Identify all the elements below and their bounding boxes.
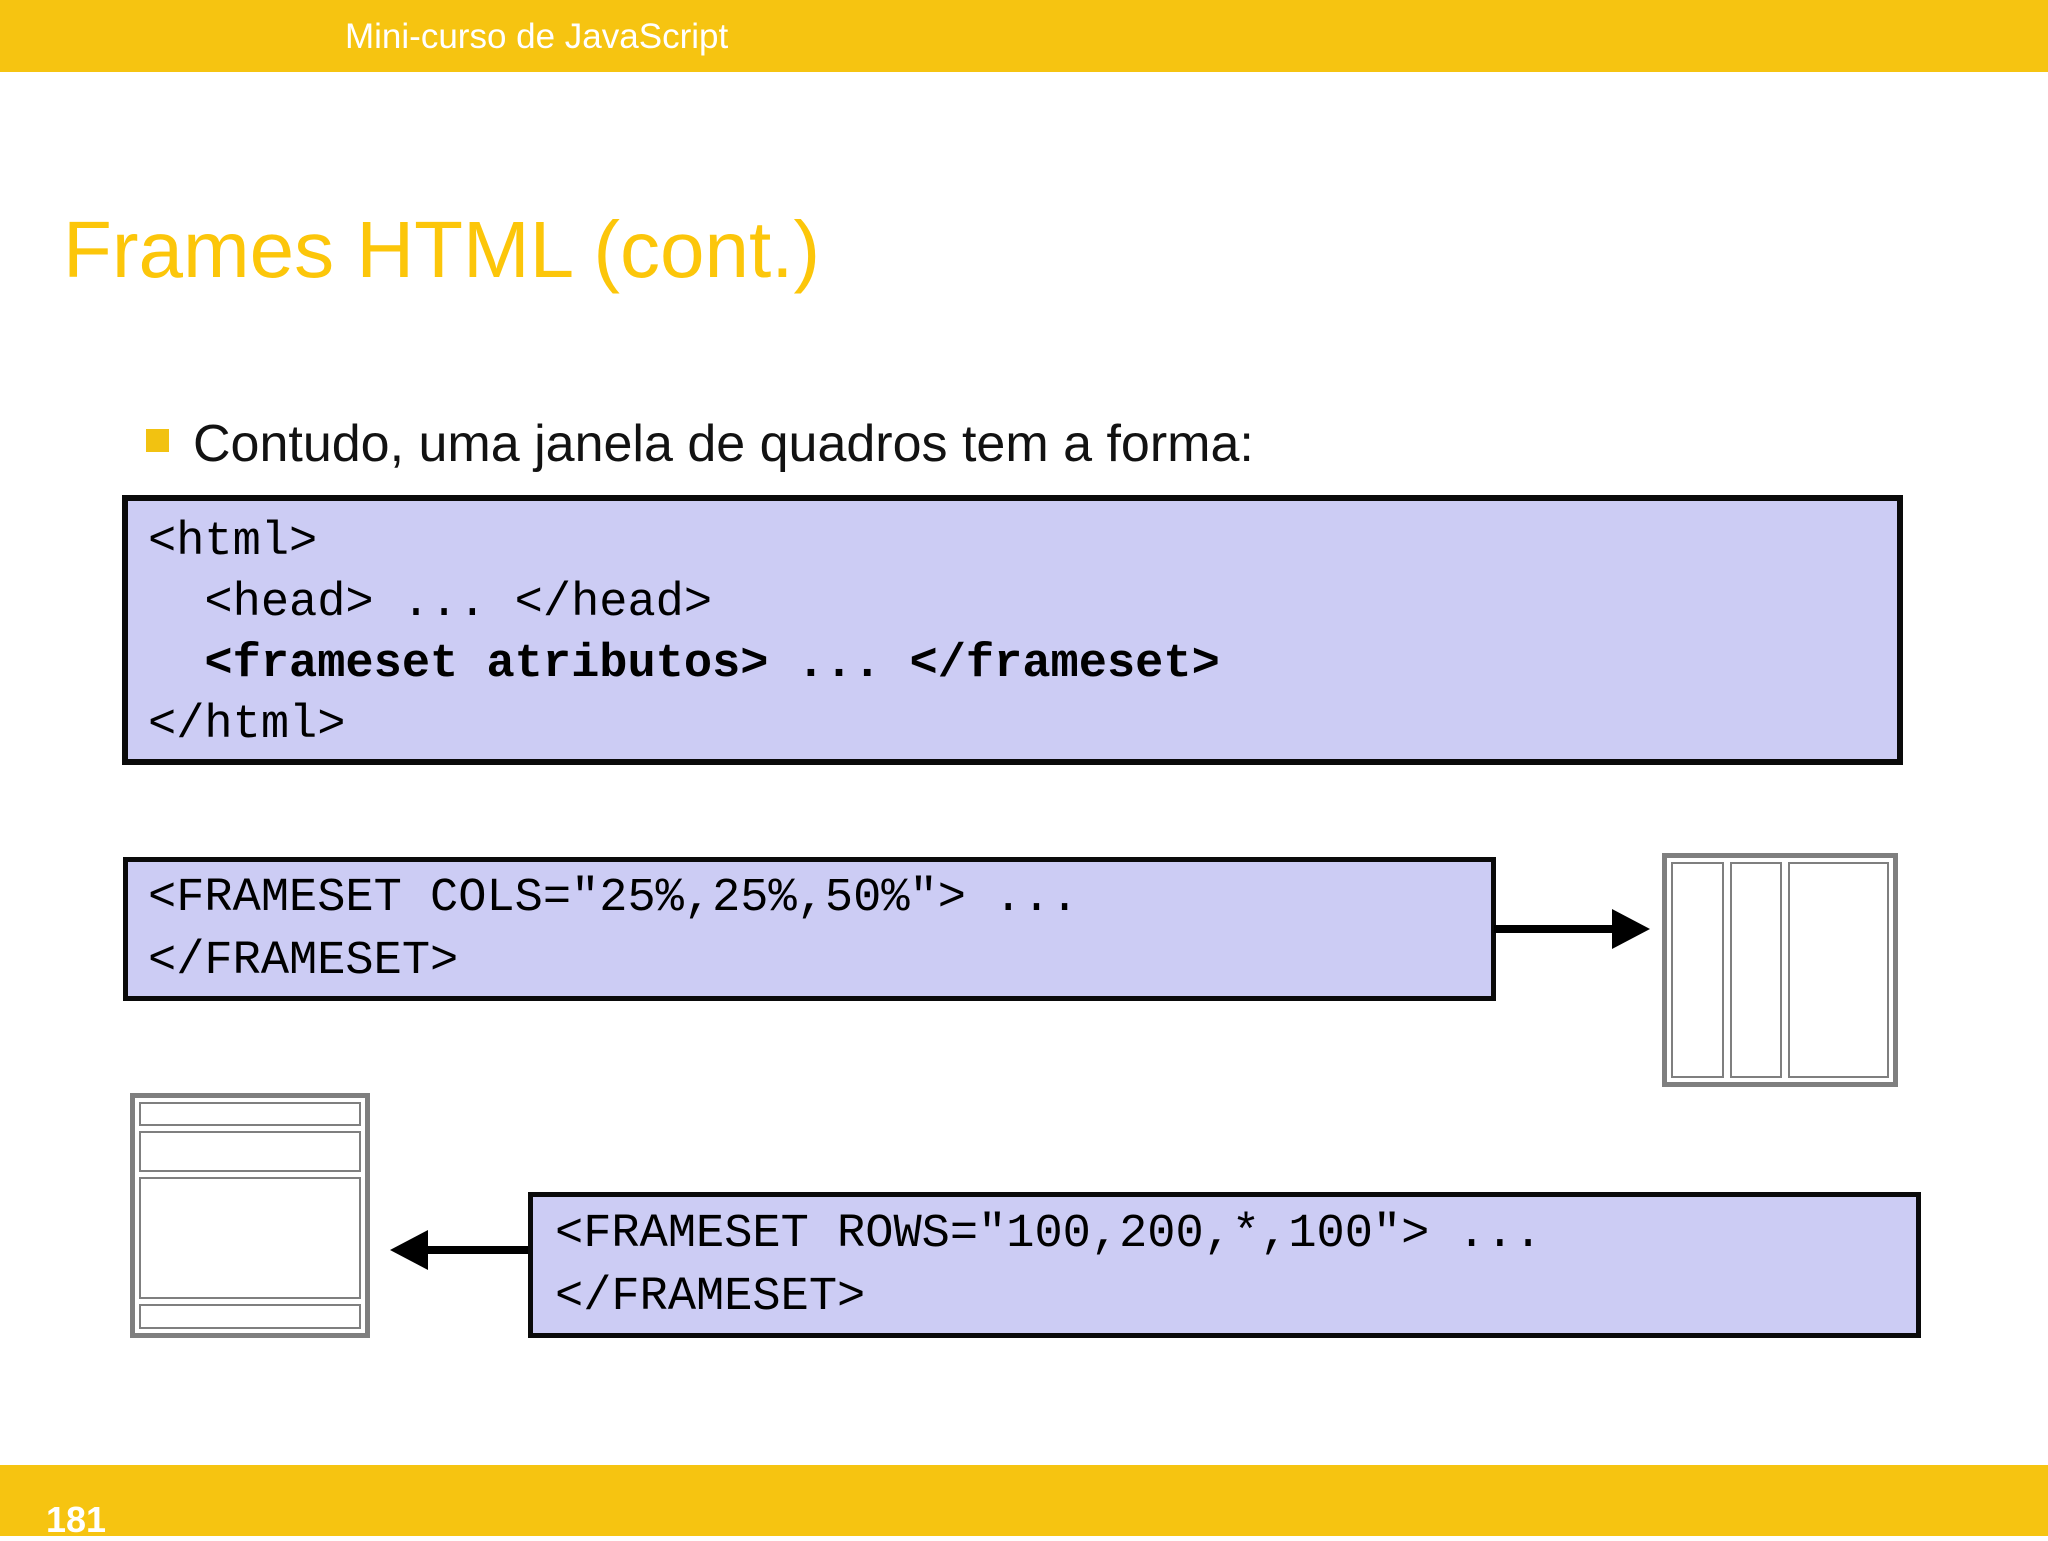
arrow-line-left [426, 1246, 530, 1254]
rows-frame-diagram [130, 1093, 370, 1338]
code-box-frameset-skeleton: <html> <head> ... </head> <frameset atri… [122, 495, 1903, 765]
frame-pane-row-3 [139, 1177, 361, 1300]
header-band [0, 0, 2048, 72]
code-box-frameset-cols: <FRAMESET COLS="25%,25%,50%"> ... </FRAM… [123, 857, 1496, 1001]
arrow-head-right-icon [1612, 909, 1650, 949]
arrow-head-left-icon [390, 1230, 428, 1270]
code-line: <head> ... </head> [148, 577, 713, 630]
bullet-text: Contudo, uma janela de quadros tem a for… [193, 415, 1254, 473]
code-line: <FRAMESET COLS="25%,25%,50%"> ... [148, 872, 1079, 925]
frame-pane-col-1 [1671, 862, 1724, 1078]
code-line-bold: <frameset atributos> ... </frameset> [148, 638, 1220, 691]
code-line: <FRAMESET ROWS="100,200,*,100"> ... [555, 1208, 1543, 1261]
code-line: </FRAMESET> [555, 1271, 866, 1324]
page-number: 181 [46, 1499, 107, 1540]
bullet-square-icon [146, 429, 169, 452]
page-title: Frames HTML (cont.) [63, 205, 821, 294]
code-line: </html> [148, 699, 346, 752]
columns-frame-diagram [1662, 853, 1898, 1087]
code-line: </FRAMESET> [148, 935, 459, 988]
frame-pane-col-3 [1788, 862, 1889, 1078]
frame-pane-row-2 [139, 1130, 361, 1173]
arrow-line-right [1494, 925, 1614, 933]
course-title: Mini-curso de JavaScript [345, 17, 729, 56]
frame-pane-row-1 [139, 1102, 361, 1126]
footer-band [0, 1465, 2048, 1536]
frame-pane-col-2 [1729, 862, 1782, 1078]
code-box-frameset-rows: <FRAMESET ROWS="100,200,*,100"> ... </FR… [528, 1192, 1921, 1338]
frame-pane-row-4 [139, 1304, 361, 1329]
code-line: <html> [148, 516, 318, 569]
